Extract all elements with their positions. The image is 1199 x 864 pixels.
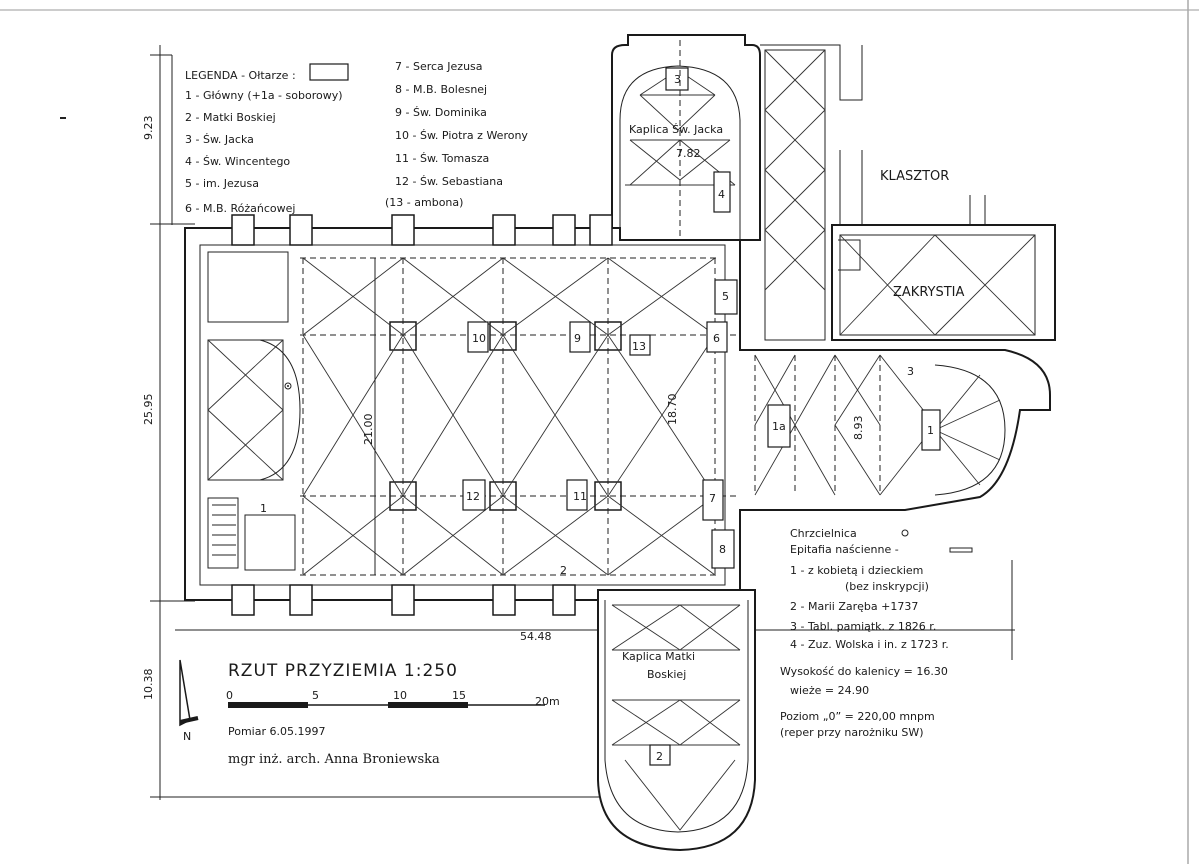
note-ep4: 4 - Zuz. Wolska i in. z 1723 r. bbox=[790, 638, 949, 651]
note-wieze: wieże = 24.90 bbox=[790, 684, 869, 697]
dim-5448: 54.48 bbox=[520, 630, 552, 643]
legend-item-3: 3 - Św. Jacka bbox=[185, 133, 254, 146]
author: mgr inż. arch. Anna Broniewska bbox=[228, 752, 440, 767]
west-vestibule bbox=[207, 251, 301, 571]
note-ep1a: 1 - z kobietą i dzieckiem bbox=[790, 564, 923, 577]
note-chrzcielnica: Chrzcielnica bbox=[790, 527, 857, 540]
altar-12: 10 bbox=[472, 332, 486, 345]
legend-item-11: 11 - Św. Tomasza bbox=[395, 152, 489, 165]
altar-9: 11 bbox=[573, 490, 587, 503]
altar-5: 5 bbox=[722, 290, 729, 303]
scale-20m: 20m bbox=[535, 695, 560, 708]
altar-6: 6 bbox=[713, 332, 720, 345]
epitaph-3: 3 bbox=[907, 365, 914, 378]
title-block: RZUT PRZYZIEMIA 1:250 0 5 10 15 20m Pomi… bbox=[179, 659, 560, 767]
altar-1a: 1a bbox=[772, 420, 786, 433]
note-ep3: 3 - Tabl. pamiątk. z 1826 r. bbox=[790, 620, 936, 633]
scale-0: 0 bbox=[226, 689, 233, 702]
altar-8: 8 bbox=[719, 543, 726, 556]
drawing-title: RZUT PRZYZIEMIA 1:250 bbox=[228, 661, 458, 681]
altar-13: 13 bbox=[632, 340, 646, 353]
south-chapel-label-1: Kaplica Matki bbox=[622, 650, 695, 663]
legend-item-4: 4 - Św. Wincentego bbox=[185, 155, 290, 168]
legend: LEGENDA - Ołtarze : 1 - Główny (+1a - so… bbox=[185, 60, 528, 215]
legend-item-8: 8 - M.B. Bolesnej bbox=[395, 83, 487, 96]
nave bbox=[184, 214, 1051, 616]
altar-10: 12 bbox=[466, 490, 480, 503]
legend-item-10: 10 - Św. Piotra z Werony bbox=[395, 129, 528, 142]
altar-3: 3 bbox=[674, 73, 681, 86]
zakrystia-label: ZAKRYSTIA bbox=[893, 285, 964, 300]
note-ep2: 2 - Marii Zaręba +1737 bbox=[790, 600, 918, 613]
sacristy bbox=[831, 224, 1056, 341]
legend-item-13: (13 - ambona) bbox=[385, 196, 463, 209]
note-wysokosc: Wysokość do kalenicy = 16.30 bbox=[780, 665, 948, 678]
survey-date: Pomiar 6.05.1997 bbox=[228, 725, 326, 738]
altar-1: 1 bbox=[927, 424, 934, 437]
legend-item-2: 2 - Matki Boskiej bbox=[185, 111, 276, 124]
note-ep1b: (bez inskrypcji) bbox=[845, 580, 929, 593]
scale-5: 5 bbox=[312, 689, 319, 702]
dim-923: 9.23 bbox=[142, 116, 155, 141]
altar-7: 7 bbox=[709, 492, 716, 505]
scale-10: 10 bbox=[393, 689, 407, 702]
legend-item-1: 1 - Główny (+1a - soborowy) bbox=[185, 89, 343, 102]
scale-15: 15 bbox=[452, 689, 466, 702]
altar-11: 9 bbox=[574, 332, 581, 345]
epitaph-2: 2 bbox=[560, 564, 567, 577]
legend-item-6: 6 - M.B. Różańcowej bbox=[185, 202, 295, 215]
epitaph-1: 1 bbox=[260, 502, 267, 515]
note-reper: (reper przy narożniku SW) bbox=[780, 726, 924, 739]
left-dimension-lines bbox=[150, 45, 1015, 800]
north-chapel bbox=[611, 34, 761, 800]
note-epitafia: Epitafia naścienne - bbox=[790, 543, 899, 556]
south-chapel bbox=[597, 589, 756, 852]
klasztor-label: KLASZTOR bbox=[880, 169, 949, 184]
dim-782: 7.82 bbox=[676, 147, 701, 160]
altar-markers: 10 9 13 6 5 4 3 12 11 7 8 1a 1 2 3 1 2 bbox=[260, 73, 934, 763]
north-chapel-label: Kaplica Św. Jacka bbox=[629, 123, 723, 136]
legend-item-7: 7 - Serca Jezusa bbox=[395, 60, 483, 73]
dim-893: 8.93 bbox=[852, 416, 865, 441]
legend-item-9: 9 - Św. Dominika bbox=[395, 106, 487, 119]
dim-1870: 18.70 bbox=[666, 394, 679, 426]
dim-2595: 25.95 bbox=[142, 394, 155, 426]
note-poziom: Poziom „0” = 220,00 mnpm bbox=[780, 710, 935, 723]
dim-2100: 21.00 bbox=[362, 414, 375, 446]
chancel bbox=[754, 354, 1006, 496]
altar-4: 4 bbox=[718, 188, 725, 201]
south-chapel-label-2: Boskiej bbox=[647, 668, 686, 681]
north-label: N bbox=[183, 730, 191, 743]
legend-item-5: 5 - im. Jezusa bbox=[185, 177, 259, 190]
dim-1038: 10.38 bbox=[142, 669, 155, 701]
altar-2: 2 bbox=[656, 750, 663, 763]
legend-item-12: 12 - Św. Sebastiana bbox=[395, 175, 503, 188]
notes: Chrzcielnica Epitafia naścienne - 1 - z … bbox=[780, 527, 973, 739]
legend-title: LEGENDA - Ołtarze : bbox=[185, 69, 296, 82]
